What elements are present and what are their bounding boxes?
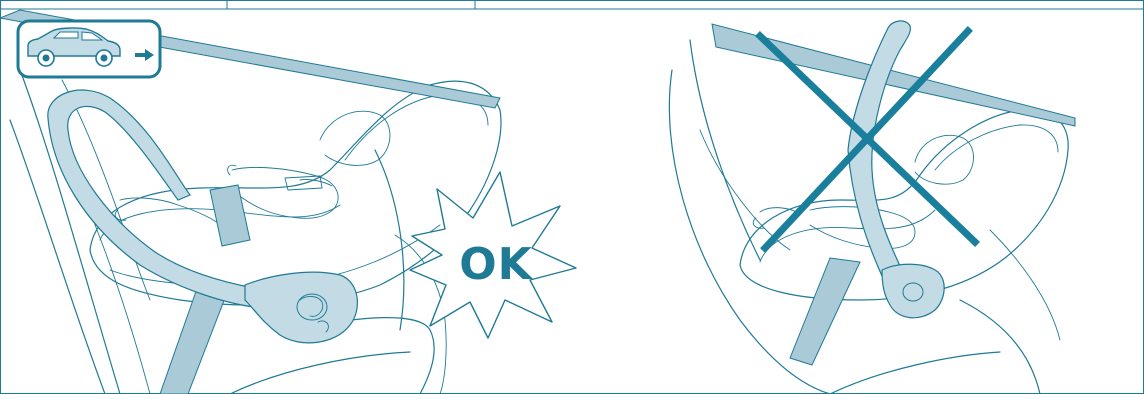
left-panel-correct bbox=[0, 10, 576, 394]
lap-belt-upper bbox=[210, 185, 250, 246]
right-panel-incorrect bbox=[669, 21, 1075, 394]
vehicle-direction-badge bbox=[18, 21, 160, 77]
handle-hub-incorrect bbox=[882, 264, 944, 318]
ok-label: OK bbox=[458, 238, 534, 292]
handle-hub bbox=[245, 272, 357, 343]
lap-belt-incorrect bbox=[790, 258, 860, 365]
